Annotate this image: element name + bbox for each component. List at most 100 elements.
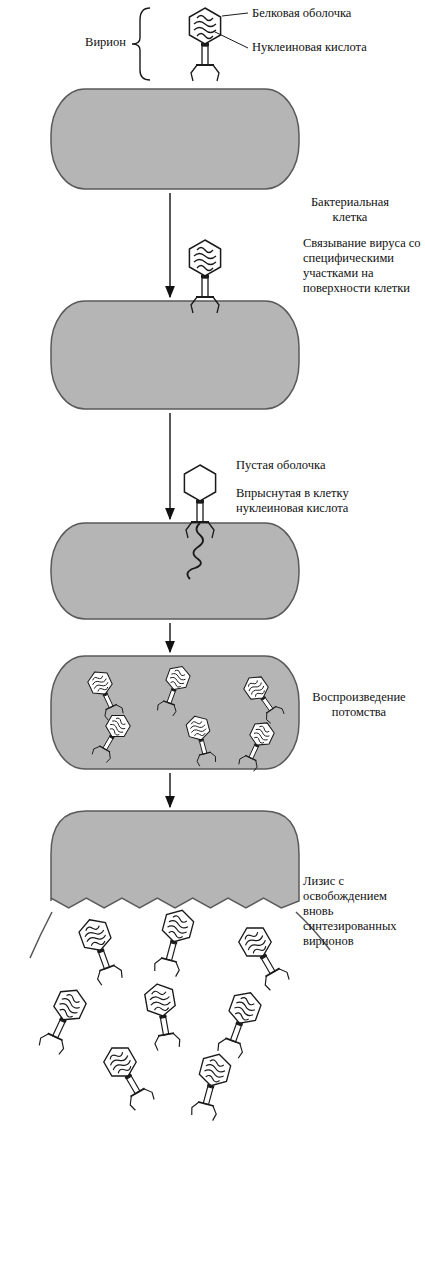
phage [36,984,89,1055]
nucleic-acid [172,915,187,923]
nucleic-acid [197,16,213,21]
base-plate [48,1033,63,1040]
nucleic-acid [170,681,181,688]
nucleic-acid [240,997,255,1006]
nucleic-acid [92,674,103,682]
base-plate [196,64,214,66]
phage [189,8,220,81]
caption-text: Воспроизведение потомства [303,690,415,720]
capsid [50,984,89,1025]
part-label: Белковая оболочка [252,6,412,21]
nucleic-acid [205,1075,220,1083]
nucleic-acid [174,669,185,676]
tail-fibers [153,957,181,977]
phage [100,1041,157,1112]
base-plate [131,1088,145,1096]
bacterial-cell: Воспроизведение потомства [50,655,300,770]
capsid [235,921,276,963]
capsid [189,240,220,276]
nucleic-acid [197,248,213,253]
nucleic-acid [194,28,216,33]
base-plate [198,1102,214,1106]
lysed-cell-body [51,811,299,908]
capsid [100,1041,141,1083]
base-plate [158,1033,174,1036]
nucleic-acid [259,725,270,733]
tail-fibers [127,1086,156,1111]
nucleic-acid [253,732,268,741]
step-caption: Связывание вируса со специфическими учас… [303,236,421,296]
tail-fibers [191,65,219,81]
nucleic-acid [197,34,213,39]
nucleic-acid [85,924,100,933]
tail [99,951,110,969]
capsid [160,907,195,946]
nucleic-acid [109,728,120,736]
nucleic-acid [191,720,202,726]
step-arrow [169,413,170,519]
nucleic-acid [66,993,81,1003]
tail-fibers [190,1101,218,1121]
cell-outline [50,88,300,202]
step-arrow [169,773,170,807]
nucleic-acid [194,732,205,738]
bracket [132,8,150,80]
cell-outline [50,300,300,422]
tail-fibers [95,964,124,986]
step-caption: Воспроизведение потомства [303,690,415,720]
capsid [184,465,215,501]
tail [197,503,203,522]
nucleic-acid [234,1006,254,1017]
part-label: Вирион [48,35,126,50]
part-label: Нуклеиновая кислота [252,40,417,55]
nucleic-acid [151,989,166,996]
nucleic-acid [84,928,104,939]
nucleic-acid [150,994,170,1002]
nucleic-acid [150,1000,170,1008]
tail [262,956,275,974]
base-plate [225,1038,240,1044]
nucleic-acid [168,931,183,939]
nucleic-acid [197,266,213,271]
capsid [189,8,220,44]
tail [230,1024,241,1042]
step-caption: Лизис с освобождением вновь синтезирован… [303,874,415,949]
caption-text: Впрыснутая в клетку нуклеиновая кислота [236,486,386,516]
tail [160,1017,168,1035]
base-plate [99,965,114,971]
nucleic-acid [248,681,262,692]
nucleic-acid [236,1001,256,1012]
part-label: Пустая оболочка [236,458,386,473]
base-plate [196,296,214,298]
phage [215,988,264,1059]
nucleic-acid [252,944,267,955]
nucleic-acid [253,736,264,744]
tail [166,943,176,961]
step-arrow [169,193,170,297]
caption-text: Бактериальная клетка [300,195,400,225]
nucleic-acid [205,1064,225,1073]
nucleic-acid [154,1005,169,1012]
tail [203,1087,213,1105]
leader-line [213,31,248,48]
cell-body [51,89,299,189]
bacterial-cell: Бактериальная клетка [50,88,300,190]
membrane-fragment [30,912,52,958]
nucleic-acid [194,260,216,265]
tail-fibers [38,1031,67,1055]
nucleic-acid [171,673,186,681]
nucleic-acid [190,723,205,730]
base-plate [161,958,177,962]
caption-text: Лизис с освобождением вновь синтезирован… [303,874,415,949]
base-plate [266,968,280,976]
nucleic-acid [204,1069,224,1078]
phage [189,1051,233,1122]
cell-outline [50,522,300,632]
cell-body [51,301,299,409]
capsid [197,1051,232,1090]
nucleic-acid [117,1064,132,1075]
nucleic-acid [194,22,216,27]
nucleic-acid [250,685,264,696]
tail [127,1076,140,1094]
